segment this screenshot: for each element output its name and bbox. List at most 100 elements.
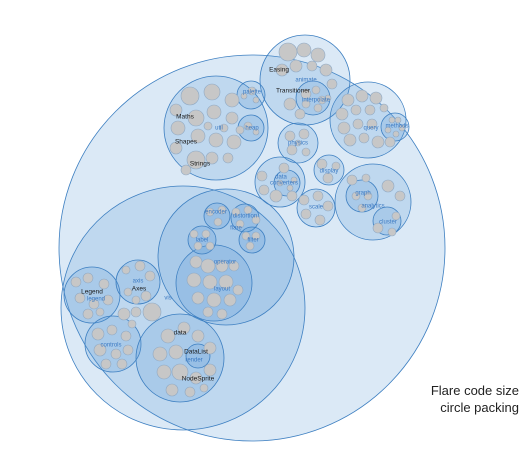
leaf-circle: [358, 132, 370, 144]
leaf-circle: [116, 358, 128, 370]
leaf-circle: [218, 274, 234, 290]
leaf-circle: [394, 116, 402, 124]
leaf-circle: [110, 348, 122, 360]
leaf-circle: [379, 103, 389, 113]
leaf-circle: [341, 93, 355, 107]
leaf-circle: [201, 229, 211, 239]
leaf-circle: [134, 260, 146, 272]
leaf-circle: [187, 109, 205, 127]
leaf-circle: [88, 298, 100, 310]
leaf-circle: [247, 86, 257, 96]
leaf-circle: [127, 319, 137, 329]
leaf-circle: [203, 363, 217, 377]
leaf-circle: [142, 302, 162, 322]
label-display: display: [320, 169, 339, 175]
leaf-circle: [100, 358, 112, 370]
leaf-circle: [278, 42, 298, 62]
leaf-circle: [235, 219, 245, 229]
leaf-circle: [231, 207, 241, 217]
leaf-circle: [122, 344, 134, 356]
labels: Easing animate Transitioner interpolate …: [81, 67, 408, 383]
leaf-circle: [286, 190, 298, 202]
label-vis: vis: [164, 296, 171, 302]
leaf-circle: [388, 116, 396, 124]
leaf-circle: [275, 63, 289, 77]
leaf-circle: [322, 172, 334, 184]
leaf-circle: [186, 150, 206, 170]
leaf-circle: [121, 265, 131, 275]
leaf-circle: [337, 121, 351, 135]
leaf-circle: [256, 170, 268, 182]
leaf-circle: [300, 208, 312, 220]
leaf-circle: [177, 321, 191, 335]
leaf-circle: [351, 191, 361, 201]
leaf-circle: [102, 294, 114, 306]
leaf-circle: [106, 324, 118, 336]
leaf-circle: [169, 141, 183, 155]
leaf-circle: [160, 328, 176, 344]
leaf-circle: [189, 229, 199, 239]
label-methods: methods: [385, 124, 408, 130]
label-encoder: encoder: [205, 210, 227, 216]
leaf-circle: [144, 270, 156, 282]
diagram-caption: Flare code size circle packing: [431, 382, 519, 416]
leaf-circle: [203, 121, 213, 131]
leaf-circle: [251, 231, 261, 241]
leaf-circle: [202, 274, 218, 290]
leaf-circle: [205, 241, 215, 251]
label-datalist: DataList: [184, 349, 208, 356]
leaf-circle: [301, 147, 311, 157]
label-analytics: analytics: [361, 204, 384, 210]
label-axis: axis: [133, 279, 144, 285]
leaf-circle: [165, 383, 179, 397]
leaf-circle: [324, 94, 332, 102]
leaf-circle: [180, 164, 192, 176]
leaf-circle: [203, 341, 217, 355]
leaf-circle: [335, 107, 349, 121]
leaf-circle: [82, 272, 94, 284]
label-shapes: Shapes: [175, 139, 198, 146]
leaf-circle: [191, 329, 205, 343]
leaf-circle: [193, 241, 203, 251]
leaf-circle: [168, 344, 184, 360]
label-strings: Strings: [190, 161, 211, 168]
leaf-circle: [180, 86, 200, 106]
leaf-circle: [131, 295, 141, 305]
leaf-circle: [350, 104, 362, 116]
leaf-circle: [70, 276, 82, 288]
leaf-circle: [186, 272, 202, 288]
leaf-circle: [123, 287, 133, 297]
caption-line-2: circle packing: [440, 400, 519, 415]
leaf-circle: [296, 42, 312, 58]
leaf-circle: [298, 128, 310, 140]
leaf-circle: [311, 85, 321, 95]
leaf-circle: [371, 135, 385, 149]
leaf-circle: [306, 60, 318, 72]
leaf-circle: [98, 278, 110, 290]
leaf-circle: [235, 125, 245, 135]
leaf-circle: [217, 205, 227, 215]
leaf-circle: [189, 255, 203, 269]
leaf-circle: [156, 364, 172, 380]
leaf-circle: [294, 108, 306, 120]
leaf-circle: [258, 184, 270, 196]
leaf-circle: [312, 190, 324, 202]
leaf-circle: [117, 307, 131, 321]
leaf-circle: [93, 343, 107, 357]
label-filter: filter: [247, 238, 258, 244]
label-easing: Easing: [269, 67, 289, 74]
leaf-circle: [223, 293, 237, 307]
leaf-circle: [294, 139, 302, 147]
leaf-circle: [74, 292, 86, 304]
label-legend: Legend: [81, 289, 103, 296]
label-label: label: [196, 238, 209, 244]
leaf-circle: [357, 203, 367, 213]
label-cluster: cluster: [379, 220, 397, 226]
leaf-circle: [363, 191, 373, 201]
leaf-circle: [120, 330, 132, 342]
leaf-circle: [205, 207, 215, 217]
leaf-nodes: [70, 42, 406, 398]
label-maths: Maths: [176, 114, 194, 121]
leaf-circle: [213, 217, 223, 227]
leaf-circle: [392, 130, 400, 138]
